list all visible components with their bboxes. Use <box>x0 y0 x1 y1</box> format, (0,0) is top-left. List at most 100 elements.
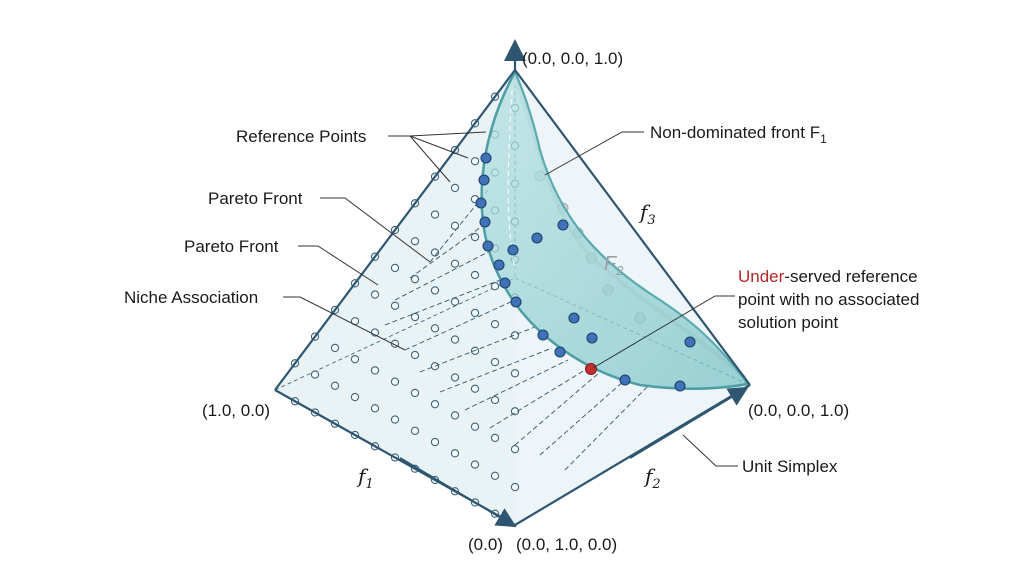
vertex-label-right: (0.0, 0.0, 1.0) <box>748 401 849 420</box>
reference-point <box>490 357 500 367</box>
solution-point <box>557 219 569 231</box>
reference-point <box>330 343 340 353</box>
leader-nondominated-front <box>544 131 644 176</box>
solution-point <box>478 174 490 186</box>
reference-point <box>410 426 420 435</box>
vertex-label-bottom-a: (0.0) <box>468 535 503 554</box>
solution-point <box>480 152 492 164</box>
f2-axis-label: f2 <box>643 464 661 492</box>
solution-point <box>554 346 566 358</box>
solution-point <box>586 332 598 344</box>
annotation-unit-simplex: Unit Simplex <box>742 457 838 476</box>
underserved-reference-point <box>585 363 597 375</box>
reference-point <box>370 366 380 375</box>
reference-point <box>450 221 460 230</box>
leader-reference-points <box>388 131 487 183</box>
reference-point <box>470 460 480 469</box>
reference-point <box>470 270 480 280</box>
niche-association-line <box>404 299 516 351</box>
f1-axis-arrow <box>399 457 517 528</box>
solution-point <box>493 259 505 271</box>
simplex-edge-left <box>274 69 516 391</box>
solution-point <box>684 336 696 348</box>
niche-association-line <box>419 324 541 373</box>
reference-point <box>310 370 320 379</box>
niche-association-line <box>464 359 569 411</box>
reference-point <box>450 373 460 382</box>
niche-association-line <box>564 383 651 471</box>
reference-point <box>430 248 440 257</box>
reference-point <box>450 449 460 458</box>
annotation-nondominated-front: Non-dominated front F1 <box>650 123 827 146</box>
reference-point <box>470 422 480 431</box>
reference-point <box>490 395 500 405</box>
niche-association-line <box>539 379 626 456</box>
reference-point <box>510 445 520 454</box>
annotation-pareto-front-1: Pareto Front <box>208 189 303 208</box>
vertex-label-top: (0.0, 0.0, 1.0) <box>522 49 623 68</box>
reference-point <box>410 237 420 246</box>
annotation-underserved-line2: point with no associated <box>738 290 919 309</box>
reference-point <box>370 290 380 299</box>
reference-point <box>390 377 400 386</box>
niche-association-line <box>514 371 601 446</box>
solution-point <box>674 380 686 392</box>
reference-point <box>450 259 460 268</box>
solution-point <box>507 244 519 256</box>
annotation-underserved-line3: solution point <box>738 313 838 332</box>
simplex-left-face <box>275 70 515 525</box>
reference-point <box>430 437 440 447</box>
vertex-label-left: (1.0, 0.0) <box>202 401 270 420</box>
leader-unit-simplex <box>682 434 738 467</box>
reference-point <box>450 411 460 420</box>
annotation-reference-points: Reference Points <box>236 127 366 146</box>
niche-association-lines <box>384 189 651 471</box>
niche-association-line <box>384 279 501 326</box>
simplex-edge-bottom-right <box>514 384 751 526</box>
f2-front-label: F2 <box>604 253 624 278</box>
niche-association-line <box>489 369 586 429</box>
solution-points <box>475 152 696 392</box>
annotation-underserved-line1: Under-served reference <box>738 267 918 286</box>
leader-niche-association <box>283 296 406 351</box>
reference-point <box>430 286 440 295</box>
f1-axis-label: f1 <box>356 464 374 492</box>
reference-point <box>450 183 460 193</box>
reference-point <box>370 404 380 413</box>
annotation-pareto-front-2: Pareto Front <box>184 237 279 256</box>
reference-point <box>490 433 500 443</box>
reference-point <box>510 482 520 492</box>
annotation-niche-association: Niche Association <box>124 288 258 307</box>
vertex-label-bottom-b: (0.0, 1.0, 0.0) <box>516 535 617 554</box>
reference-point <box>350 392 360 402</box>
solution-point <box>531 232 543 244</box>
solution-point <box>499 277 511 289</box>
solution-point <box>475 197 487 209</box>
solution-point <box>619 374 631 386</box>
reference-point <box>470 232 480 242</box>
reference-point <box>450 297 460 306</box>
leader-pareto-front-1 <box>320 197 431 263</box>
solution-point <box>510 296 522 308</box>
reference-point <box>410 312 420 322</box>
reference-point <box>350 355 360 364</box>
solution-point <box>482 240 494 252</box>
reference-point <box>510 369 520 378</box>
reference-point <box>470 384 480 393</box>
reference-point <box>470 308 480 318</box>
reference-point <box>410 350 420 360</box>
niche-association-line <box>394 249 493 301</box>
reference-point <box>490 471 500 480</box>
reference-point <box>410 275 420 284</box>
reference-point <box>430 400 440 409</box>
leader-pareto-front-2 <box>298 245 379 286</box>
reference-point <box>450 335 460 344</box>
solution-point <box>479 216 491 228</box>
simplex-edge-right <box>514 69 751 386</box>
solution-point <box>568 312 580 324</box>
f3-axis-label: f3 <box>638 200 656 228</box>
solution-point <box>537 329 549 341</box>
reference-point <box>430 210 440 219</box>
niche-association-line <box>439 347 553 393</box>
